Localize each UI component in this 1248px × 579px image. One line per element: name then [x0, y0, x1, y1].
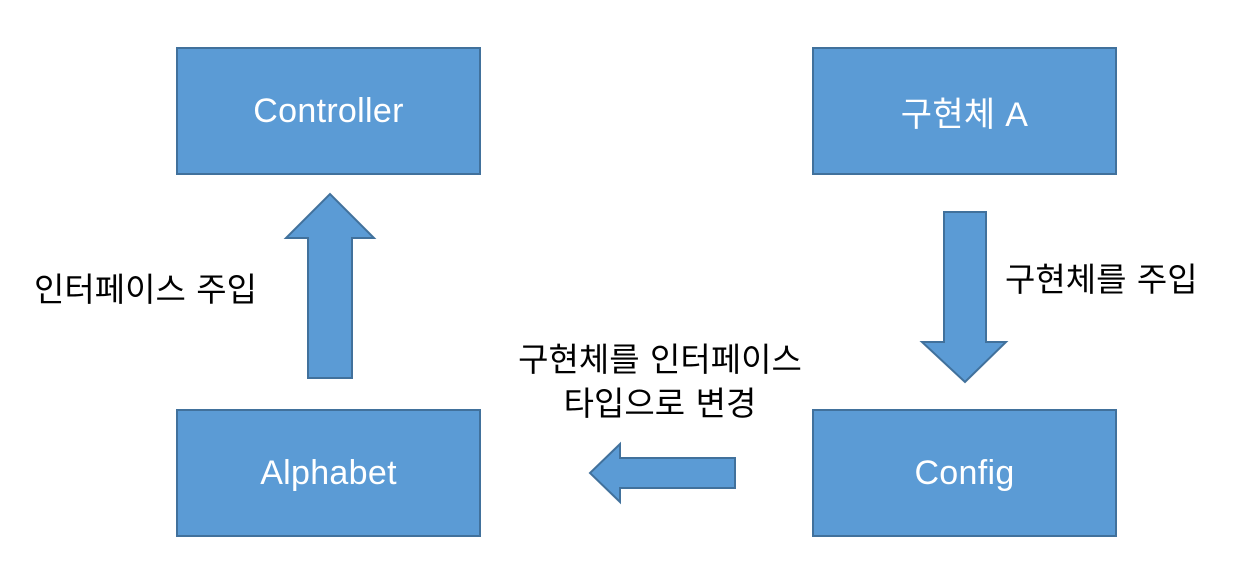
implementation-a-box-label: 구현체 A	[900, 95, 1029, 134]
change-type-line-2: 타입으로 변경	[563, 384, 757, 423]
alphabet-box-label: Alphabet	[260, 453, 397, 492]
controller-box-label: Controller	[253, 91, 404, 130]
change-to-interface-type-label: 구현체를 인터페이스 타입으로 변경	[470, 338, 850, 426]
arrow-up-alphabet-to-controller	[283, 192, 377, 379]
arrow-left-config-to-alphabet	[588, 441, 736, 505]
change-type-line-1: 구현체를 인터페이스	[518, 340, 802, 379]
config-box-label: Config	[914, 453, 1015, 492]
config-box: Config	[812, 409, 1117, 537]
alphabet-box: Alphabet	[176, 409, 481, 537]
interface-inject-label: 인터페이스 주입	[34, 270, 258, 309]
implementation-inject-label: 구현체를 주입	[1005, 260, 1198, 299]
arrow-down-impl-to-config	[919, 211, 1009, 384]
controller-box: Controller	[176, 47, 481, 175]
implementation-a-box: 구현체 A	[812, 47, 1117, 175]
